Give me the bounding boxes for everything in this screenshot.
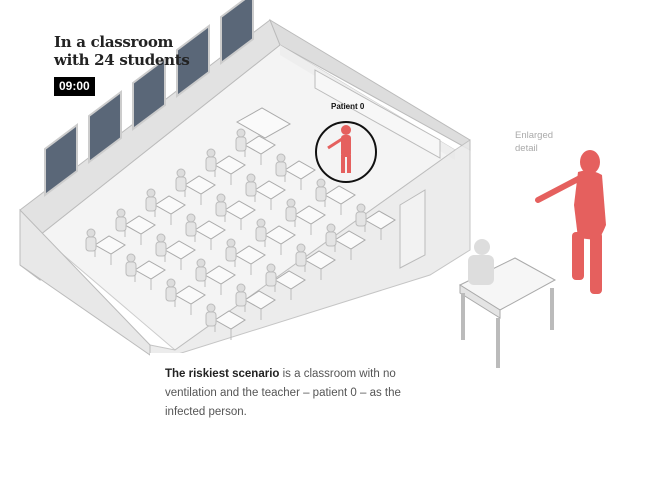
student-desk [185, 213, 226, 250]
student-desk [155, 233, 196, 270]
student-desk [85, 228, 126, 265]
enlarged-line-1: Enlarged [515, 130, 554, 141]
door [399, 189, 426, 269]
caption-bold: The riskiest scenario [165, 368, 280, 380]
student-desk [145, 188, 186, 225]
enlarged-detail-label: Enlarged detail [515, 129, 575, 155]
student-desk [205, 148, 246, 185]
window [44, 123, 78, 197]
whiteboard [314, 69, 441, 159]
student-desk [115, 208, 156, 245]
window [88, 90, 122, 164]
caption: The riskiest scenario is a classroom wit… [150, 353, 420, 423]
student-desk [205, 303, 246, 340]
patient-label: Patient 0 [331, 102, 365, 111]
enlarged-teacher-figure [535, 150, 606, 294]
student-desk [315, 178, 356, 215]
student-desk [285, 198, 326, 235]
window [132, 57, 166, 131]
student-desk [235, 128, 276, 165]
student-desk [225, 238, 266, 275]
enlarged-line-2: detail [515, 143, 538, 154]
patient-zero-figure [327, 125, 351, 173]
student-desk [265, 263, 306, 300]
page-title: In a classroom with 24 students [54, 33, 190, 69]
student-desk [295, 243, 336, 280]
windows [44, 0, 254, 197]
time-badge: 09:00 [54, 77, 95, 96]
window [220, 0, 254, 65]
student-desk [175, 168, 216, 205]
title-line-1: In a classroom [54, 33, 174, 51]
student-desk [325, 223, 366, 260]
desks [85, 128, 396, 340]
student-desk [235, 283, 276, 320]
student-desk [165, 278, 206, 315]
teacher-desk [235, 107, 292, 139]
student-desk [215, 193, 256, 230]
student-desk [355, 203, 396, 240]
patient-circle [315, 121, 377, 183]
enlarged-desk [458, 239, 557, 368]
student-desk [245, 173, 286, 210]
student-desk [125, 253, 166, 290]
student-desk [255, 218, 296, 255]
window [176, 24, 210, 98]
title-line-2: with 24 students [54, 51, 190, 69]
student-desk [195, 258, 236, 295]
student-desk [275, 153, 316, 190]
caption-text: is a classroom with no ventilation and t… [165, 368, 401, 418]
